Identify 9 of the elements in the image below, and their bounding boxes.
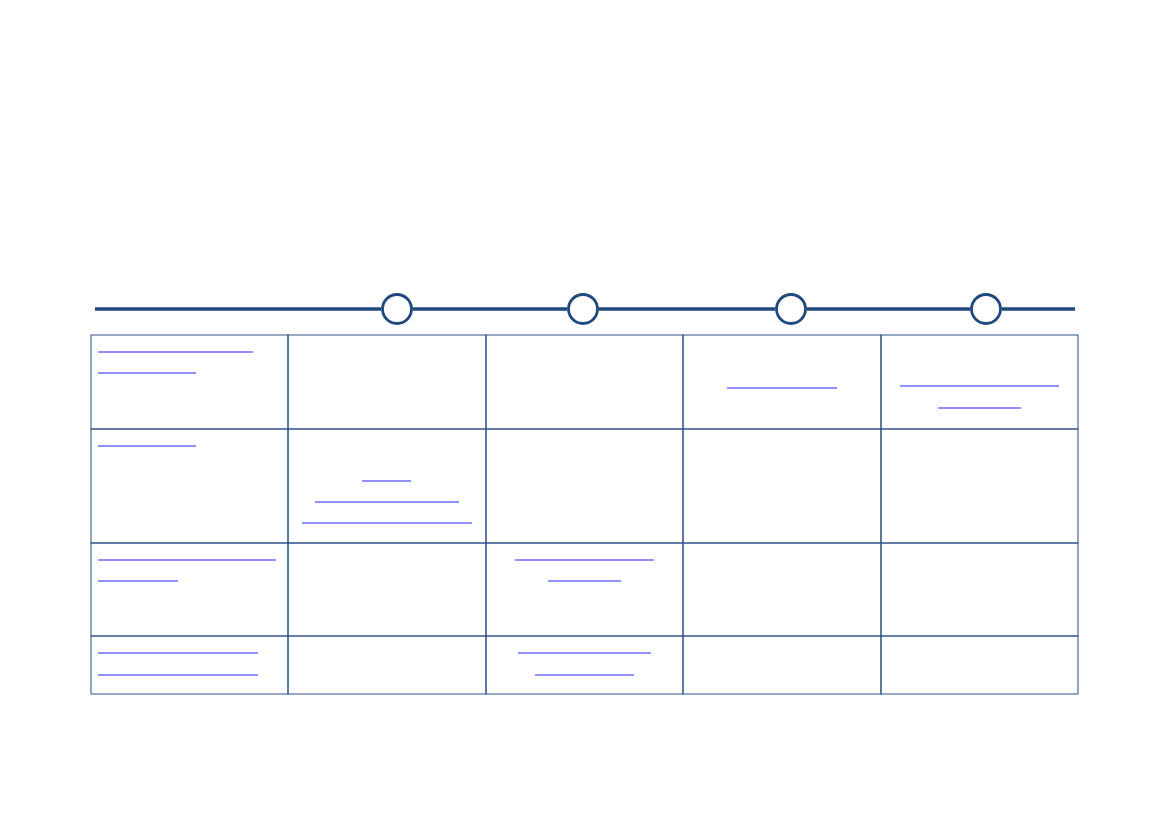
- timeline-circle: [970, 293, 1002, 325]
- timeline-line: [1001, 307, 1075, 311]
- timeline-circle: [775, 293, 807, 325]
- timeline-circle: [567, 293, 599, 325]
- timeline-line: [806, 307, 971, 311]
- timeline-line: [598, 307, 776, 311]
- timeline-line: [95, 307, 382, 311]
- timeline-circle: [381, 293, 413, 325]
- timeline-line: [412, 307, 568, 311]
